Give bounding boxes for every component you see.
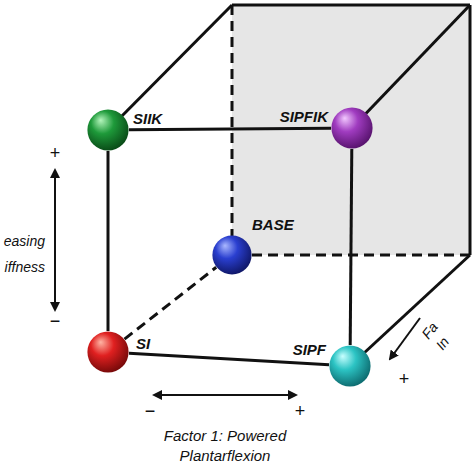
axis-caption: Factor 1: Powered Plantarflexion [140, 426, 310, 466]
plus-sign: + [49, 144, 61, 162]
cube-edge [129, 128, 331, 130]
cube-edge [352, 5, 470, 128]
cube-edge [107, 151, 110, 331]
hidden-edge [252, 254, 470, 257]
factor-sphere: BASE [212, 235, 252, 275]
axis-arrow [54, 170, 56, 310]
condition-label: SI [136, 336, 150, 351]
hidden-edge [231, 5, 234, 236]
plus-sign: + [294, 402, 306, 420]
minus-sign: − [49, 312, 61, 330]
plus-sign: + [398, 370, 410, 388]
cube-edge [350, 149, 352, 345]
condition-label: SIIK [133, 111, 162, 126]
sphere-shape [329, 345, 371, 387]
cube-edge [469, 5, 472, 255]
sphere-shape [87, 331, 129, 373]
axis-arrow [154, 394, 296, 396]
sphere-shape [331, 107, 373, 149]
sphere-shape [212, 235, 252, 275]
condition-label: BASE [252, 217, 294, 232]
minus-sign: − [144, 402, 156, 420]
sphere-shape [87, 109, 129, 151]
cube-edge [232, 4, 470, 7]
condition-label: SIPF [293, 342, 326, 357]
cube-edge [350, 255, 470, 366]
factor-sphere: SIIK [87, 109, 129, 151]
factor-sphere: SIPFIK [331, 107, 373, 149]
cube-edge [108, 5, 232, 130]
axis-label: easing iffness [3, 228, 45, 280]
factor-sphere: SI [87, 331, 129, 373]
axis-label: Fa In [417, 312, 460, 353]
factor-sphere: SIPF [329, 345, 371, 387]
cube-edge [125, 267, 217, 339]
axis-arrow [390, 318, 420, 359]
condition-label: SIPFIK [280, 109, 328, 124]
